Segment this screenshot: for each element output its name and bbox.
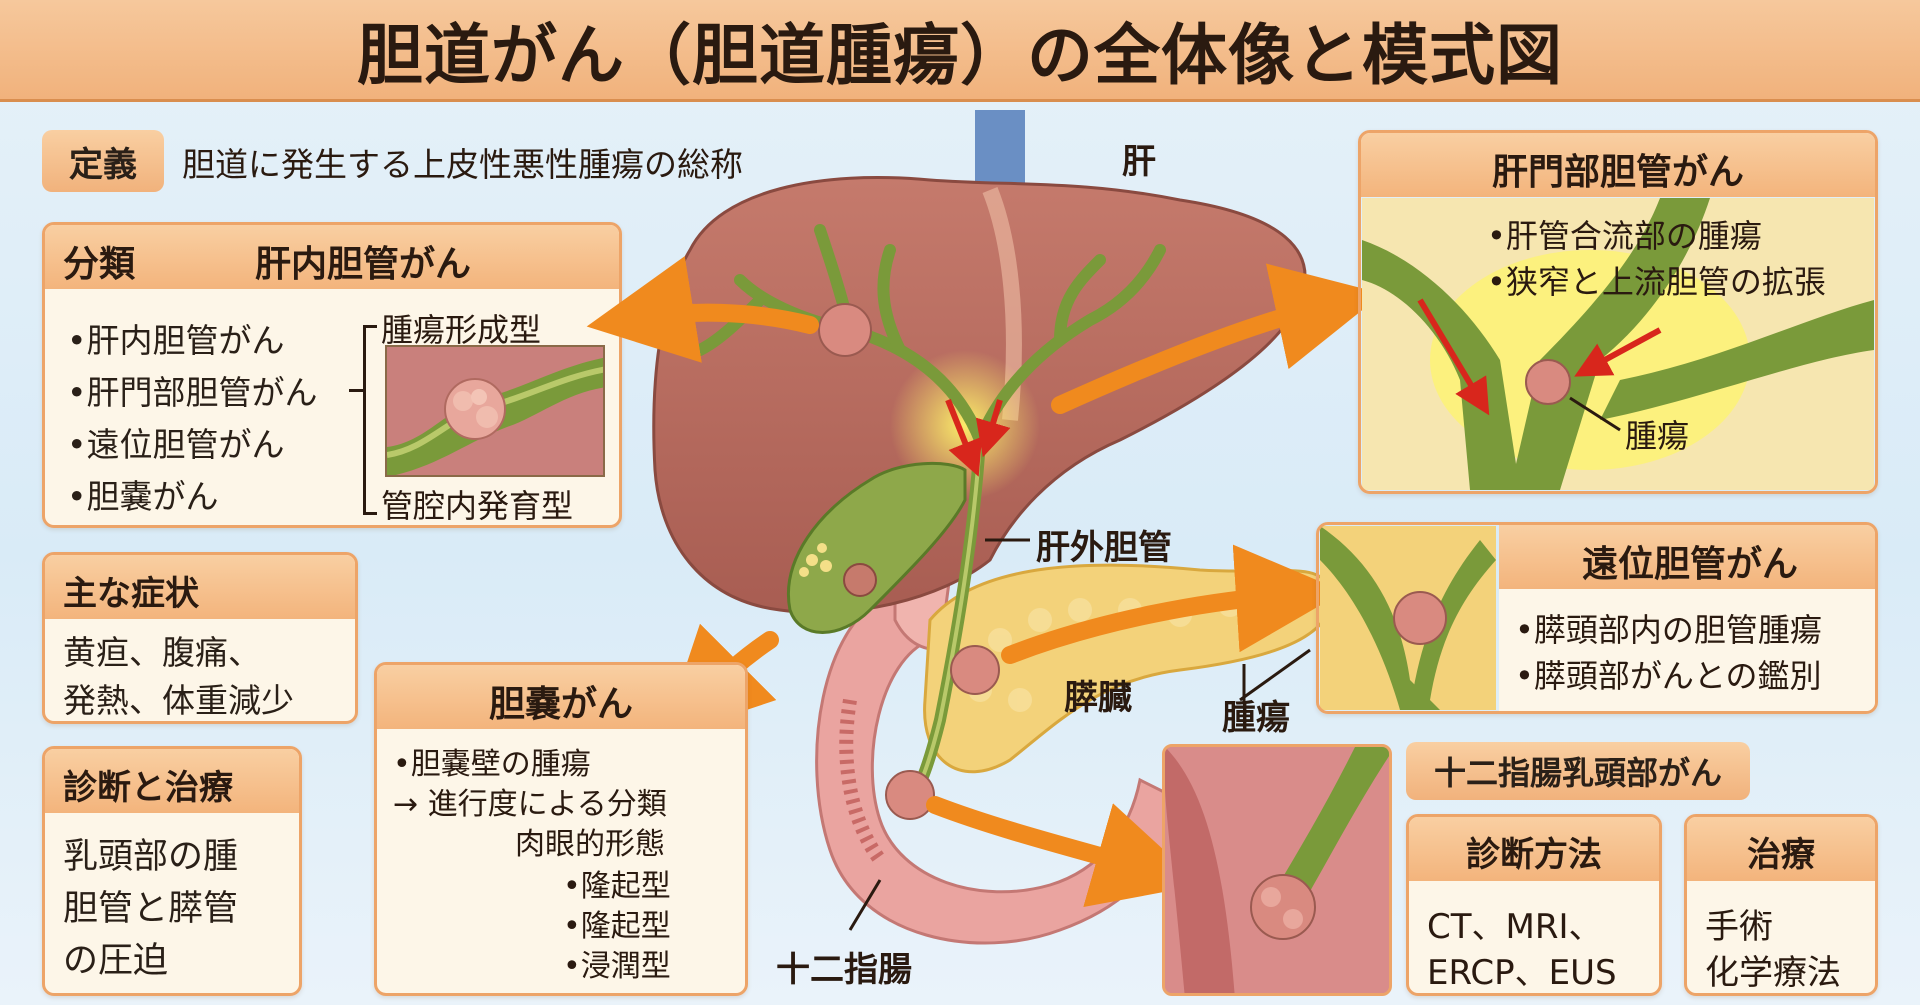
bracket-bottom: [363, 512, 377, 515]
classification-panel: 分類 肝内胆管がん •肝内胆管がん •肝門部胆管がん •遠位胆管がん •胆嚢がん…: [42, 222, 622, 528]
classification-heading: 分類: [63, 244, 136, 285]
duodenum-label: 十二指腸: [776, 950, 912, 990]
hilar-panel: 肝門部胆管がん •肝管合流部の腫瘍 •狭窄と上流胆管の拡張 腫瘍: [1358, 130, 1878, 494]
treatment-panel: 治療 手術 化学療法: [1684, 814, 1878, 996]
distal-item: •膵頭部がんとの鑑別: [1515, 657, 1822, 695]
symptoms-line: 黄疸、腹痛、: [63, 633, 261, 672]
treatment-line: 手術: [1705, 907, 1773, 947]
distal-item: •膵頭部内の胆管腫瘍: [1515, 611, 1822, 649]
tumor-label: 腫瘍: [1222, 698, 1290, 738]
type-intraductal: 管腔内発育型: [381, 487, 574, 525]
gallbladder: [787, 462, 967, 634]
hilar-illustration: [1362, 198, 1874, 490]
distal-illustration: [1320, 526, 1496, 710]
classification-item: •肝門部胆管がん: [67, 373, 318, 412]
distal-body: [1499, 589, 1875, 711]
bracket-connector: [349, 389, 363, 392]
gallbladder-heading: 胆嚢がん: [377, 665, 745, 729]
treatment-line: 化学療法: [1705, 953, 1841, 993]
gallbladder-type: •隆起型: [563, 909, 671, 944]
ampulla-illustration: [1162, 744, 1392, 996]
title-bar: 胆道がん（胆道腫瘍）の全体像と模式図: [0, 0, 1920, 102]
treatment-heading: 治療: [1687, 817, 1875, 881]
page-title: 胆道がん（胆道腫瘍）の全体像と模式図: [357, 16, 1563, 94]
bracket-vertical: [363, 325, 366, 515]
gallbladder-type: •隆起型: [563, 869, 671, 904]
diagnosis-method-panel: 診断方法 CT、MRI、 ERCP、EUS: [1406, 814, 1662, 996]
dx-line: 胆管と膵管: [63, 889, 239, 929]
hilar-item: •狭窄と上流胆管の拡張: [1487, 263, 1826, 301]
bracket-top: [363, 325, 377, 328]
gallbladder-line: •胆嚢壁の腫瘍: [393, 747, 591, 782]
gallbladder-line: → 進行度による分類: [393, 787, 667, 822]
gallbladder-panel: 胆嚢がん •胆嚢壁の腫瘍 → 進行度による分類 肉眼的形態 •隆起型 •隆起型 …: [374, 662, 748, 996]
hilar-tumor-label: 腫瘍: [1625, 417, 1690, 455]
classification-item: •胆嚢がん: [67, 477, 219, 516]
classification-subheading: 肝内胆管がん: [255, 244, 472, 285]
symptoms-text: 黄疸、腹痛、 発熱、体重減少: [63, 629, 294, 721]
definition-tag: 定義: [42, 130, 164, 192]
liver-label: 肝: [1122, 142, 1156, 182]
ampulla-heading: 十二指腸乳頭部がん: [1406, 742, 1750, 800]
mass-forming-illustration: [385, 345, 605, 477]
method-line: ERCP、EUS: [1427, 953, 1617, 993]
method-line: CT、MRI、: [1427, 907, 1603, 947]
classification-item: •遠位胆管がん: [67, 425, 285, 464]
diagnosis-treatment-text: 乳頭部の腫 胆管と膵管 の圧迫: [63, 831, 238, 987]
dx-line: 乳頭部の腫: [63, 837, 239, 877]
dx-line: の圧迫: [63, 941, 169, 981]
distal-heading: 遠位胆管がん: [1499, 525, 1875, 589]
tumors: [818, 303, 1000, 820]
classification-list: •肝内胆管がん •肝門部胆管がん •遠位胆管がん •胆嚢がん: [67, 315, 317, 523]
diagnosis-method-heading: 診断方法: [1409, 817, 1659, 881]
type-mass-forming: 腫瘍形成型: [381, 311, 542, 349]
hilar-item: •肝管合流部の腫瘍: [1487, 217, 1762, 255]
symptoms-line: 発熱、体重減少: [63, 681, 294, 720]
diagnosis-treatment-heading: 診断と治療: [45, 749, 299, 813]
pancreas-label: 膵臓: [1064, 678, 1132, 718]
classification-header: 分類 肝内胆管がん: [45, 225, 619, 289]
diagnosis-treatment-panel: 診断と治療 乳頭部の腫 胆管と膵管 の圧迫: [42, 746, 302, 996]
definition-text: 胆道に発生する上皮性悪性腫瘍の総称: [182, 145, 743, 184]
symptoms-panel: 主な症状 黄疸、腹痛、 発熱、体重減少: [42, 552, 358, 724]
classification-item: •肝内胆管がん: [67, 321, 285, 360]
gallbladder-type: •浸潤型: [563, 949, 671, 984]
extrahepatic-duct-label: 肝外胆管: [1036, 528, 1172, 568]
distal-panel: 遠位胆管がん •膵頭部内の胆管腫瘍 •膵頭部がんとの鑑別: [1316, 522, 1878, 714]
symptoms-heading: 主な症状: [45, 555, 355, 619]
gallbladder-line: 肉眼的形態: [515, 827, 665, 862]
hilar-heading: 肝門部胆管がん: [1361, 133, 1875, 197]
